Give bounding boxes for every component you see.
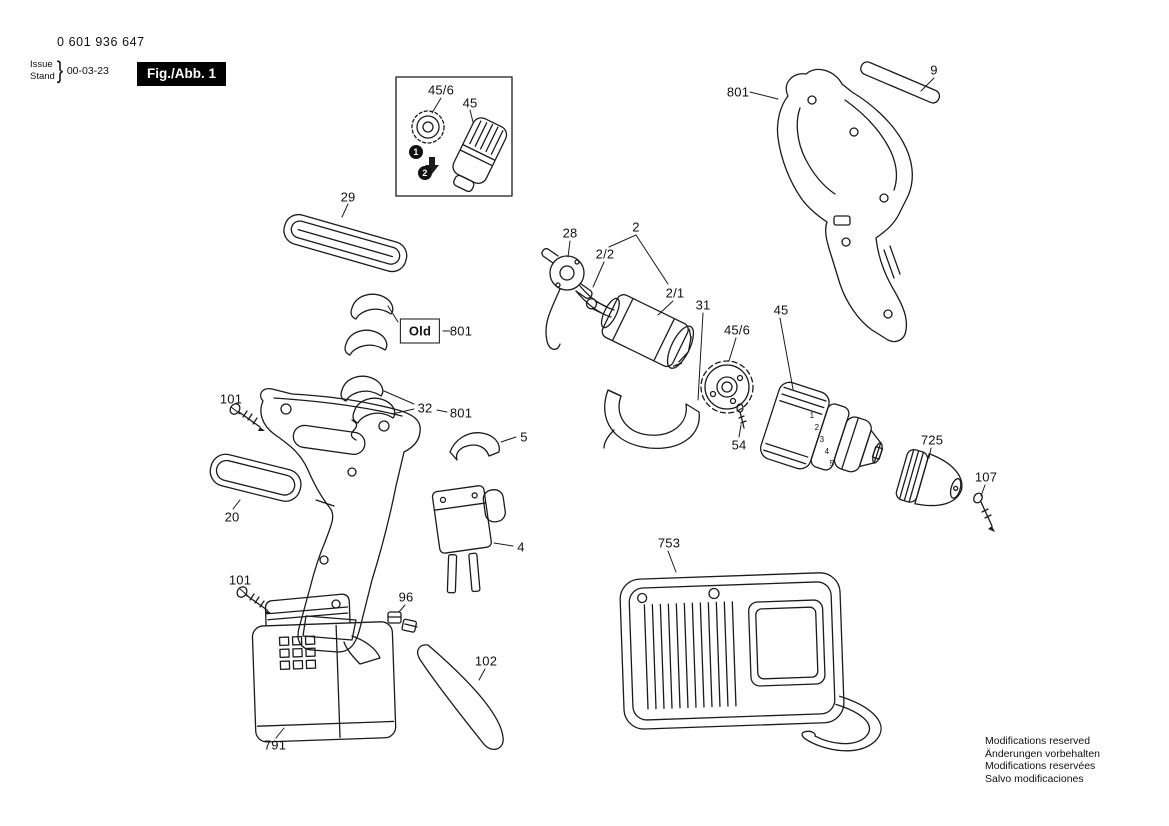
stand-label: Stand: [30, 70, 55, 82]
part-label-54: 54: [731, 437, 747, 453]
footer-line-en: Modifications reserved: [985, 735, 1091, 747]
issue-stand-block: Issue Stand }00-03-23: [30, 59, 109, 87]
motor-cradle: [603, 389, 700, 449]
part-label-2: 2: [632, 219, 640, 235]
part-label-tiny-2: 2: [814, 423, 820, 432]
part-label-2-2: 2/2: [595, 246, 615, 262]
modifications-note: Modifications reserved Änderungen vorbeh…: [985, 735, 1100, 785]
part-label-725: 725: [920, 432, 944, 448]
part-label-tiny-4: 4: [824, 447, 830, 456]
cable-clips: [340, 293, 396, 441]
footer-line-es: Salvo modificaciones: [985, 772, 1084, 785]
part-label-tiny-1: 1: [809, 411, 815, 420]
trigger-switch: [431, 485, 506, 594]
motor: [585, 294, 695, 369]
issue-stand-labels: Issue Stand: [30, 59, 55, 82]
part-label-9: 9: [930, 62, 938, 78]
part-label-45-6: 45/6: [723, 322, 751, 338]
down-arrow-icon: [425, 157, 439, 174]
screw-107: [973, 492, 995, 532]
terminal-clips: [387, 611, 418, 633]
chuck-adjustment-inset: [395, 76, 513, 197]
part-label-4: 4: [517, 539, 525, 555]
part-label-badge-1: 1: [409, 145, 423, 159]
vent-slats: [643, 601, 737, 710]
part-label-29: 29: [340, 189, 356, 205]
keyless-chuck: [895, 448, 963, 507]
part-label-2-1: 2/1: [665, 285, 685, 301]
issue-date: 00-03-23: [66, 65, 109, 77]
chuck-assembly: [759, 381, 884, 473]
part-label-20: 20: [224, 509, 240, 525]
battery-pack: [251, 593, 397, 743]
switch-bracket: [449, 432, 500, 461]
part-label-107: 107: [974, 469, 998, 485]
footer-line-fr: Modifications reservées: [985, 760, 1096, 772]
part-label-boxed-old: Old: [399, 318, 441, 344]
part-label-801: 801: [449, 323, 473, 339]
part-label-31: 31: [695, 297, 711, 313]
part-label-45-6: 45/6: [427, 82, 455, 98]
clutch-washer: [700, 360, 754, 414]
part-label-5: 5: [520, 429, 528, 445]
leader-lines: [230, 77, 986, 739]
part-label-45: 45: [462, 95, 478, 111]
part-label-badge-2: 2: [418, 166, 432, 180]
top-cover: [283, 213, 408, 273]
part-label-101: 101: [219, 391, 243, 407]
wire-loop: [417, 644, 504, 751]
name-plate: [860, 61, 941, 104]
part-label-32: 32: [417, 400, 433, 416]
footer-line-de: Änderungen vorbehalten: [985, 747, 1101, 760]
screw-101-upper: [229, 403, 265, 431]
part-label-801: 801: [726, 84, 750, 100]
part-label-tiny-3: 3: [819, 435, 825, 444]
figure-label: Fig./Abb. 1: [137, 62, 226, 86]
rear-housing-shell: [776, 68, 913, 343]
part-label-102: 102: [474, 653, 498, 669]
battery-charger: [619, 572, 882, 752]
document-number: 0 601 936 647: [57, 35, 145, 49]
side-cover-strip: [209, 453, 302, 502]
part-label-28: 28: [562, 225, 578, 241]
main-housing-shell: [259, 388, 421, 665]
part-label-791: 791: [263, 737, 287, 753]
part-label-753: 753: [657, 535, 681, 551]
issue-label: Issue: [30, 59, 53, 70]
part-label-801: 801: [449, 405, 473, 421]
part-label-tiny-5: 5: [829, 459, 835, 468]
brace-glyph: }: [56, 57, 64, 84]
part-label-45: 45: [773, 302, 789, 318]
part-label-96: 96: [398, 589, 414, 605]
screw-54: [736, 403, 747, 429]
part-label-101: 101: [228, 572, 252, 588]
